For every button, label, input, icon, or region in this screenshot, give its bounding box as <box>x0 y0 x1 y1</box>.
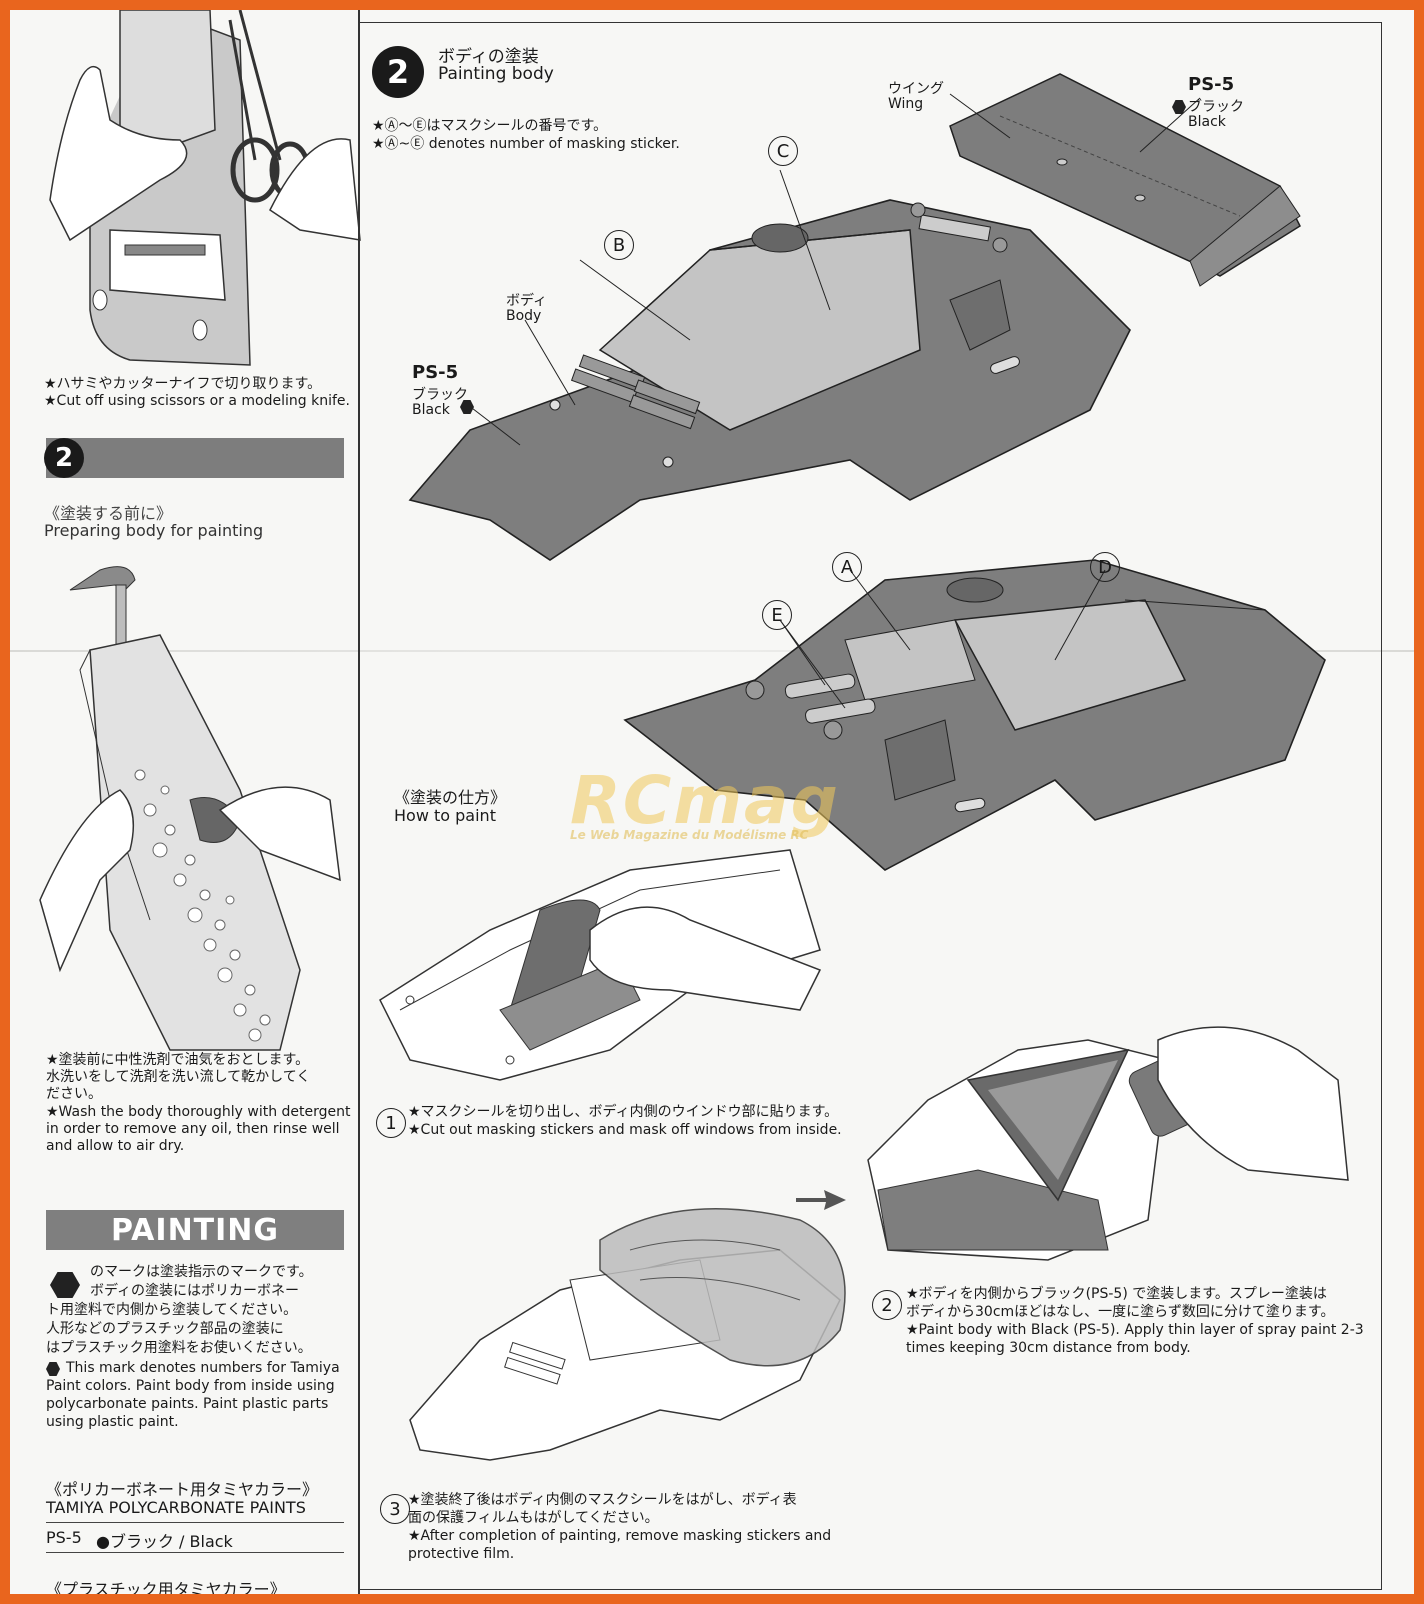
wash-note-en-3: and allow to air dry. <box>46 1138 185 1154</box>
sticker-a-label: A <box>832 552 862 582</box>
wing-paint-en: Black <box>1188 114 1226 130</box>
column-divider <box>358 10 360 1594</box>
poly-code: PS-5 <box>46 1528 82 1547</box>
wash-note-jp-1: ★塗装前に中性洗剤で油気をおとします。 <box>46 1052 310 1068</box>
poly-color: ●ブラック / Black <box>96 1532 233 1551</box>
wing-paint-icon <box>1172 100 1186 114</box>
mark-jp-2: ボディの塗装にはポリカーボネー <box>90 1283 300 1299</box>
mark-en-4: using plastic paint. <box>46 1414 179 1430</box>
wing-paint-code: PS-5 <box>1188 74 1235 95</box>
mark-jp-1: のマークは塗装指示のマークです。 <box>90 1264 313 1280</box>
wing-label-jp: ウイング <box>888 81 944 97</box>
howto-title-jp: 《塗装の仕方》 <box>394 788 507 807</box>
body-rear-illustration <box>623 559 1326 871</box>
prep-title-jp: 《塗装する前に》 <box>44 504 173 523</box>
sticker-note-en: ★Ⓐ~Ⓔ denotes number of masking sticker. <box>372 136 680 152</box>
step-bar <box>46 438 344 478</box>
sticker-c-label: C <box>768 136 798 166</box>
step2-text-jp-1: ★ボディを内側からブラック(PS-5) で塗装します。スプレー塗装は <box>906 1286 1327 1302</box>
mark-en-3: polycarbonate paints. Paint plastic part… <box>46 1396 329 1412</box>
site-watermark: RCmag <box>570 762 840 839</box>
wing-label-en: Wing <box>888 96 924 112</box>
wing-illustration <box>949 73 1301 287</box>
mark-en-2: Paint colors. Paint body from inside usi… <box>46 1378 335 1394</box>
washing-illustration <box>39 566 341 1051</box>
step-number-main: 2 <box>372 46 424 98</box>
step2-text-jp-2: ボディから30cmほどはなし、一度に塗らず数回に分けて塗ります。 <box>906 1304 1335 1320</box>
step-number-left: 2 <box>44 438 84 478</box>
body-paint-jp: ブラック <box>412 387 468 403</box>
wash-note-jp-3: ださい。 <box>46 1086 102 1102</box>
body-paint-en: Black <box>412 402 450 418</box>
step1-text-en: ★Cut out masking stickers and mask off w… <box>408 1122 842 1138</box>
step1-number: 1 <box>376 1108 406 1138</box>
step2-number: 2 <box>872 1290 902 1320</box>
poly-title-en: TAMIYA POLYCARBONATE PAINTS <box>46 1498 306 1517</box>
step2-text-en-1: ★Paint body with Black (PS-5). Apply thi… <box>906 1322 1364 1338</box>
poly-title-jp: 《ポリカーボネート用タミヤカラー》 <box>46 1480 319 1499</box>
body-top-illustration <box>408 169 1131 561</box>
step3-text-en-2: protective film. <box>408 1546 515 1562</box>
step1-text-jp: ★マスクシールを切り出し、ボディ内側のウインドウ部に貼ります。 <box>408 1104 839 1120</box>
sticker-note-jp: ★Ⓐ～Ⓔはマスクシールの番号です。 <box>372 118 608 134</box>
howto-title-en: How to paint <box>394 806 496 825</box>
painting-heading: PAINTING <box>46 1210 344 1250</box>
step3-text-jp-1: ★塗装終了後はボディ内側のマスクシールをはがし、ボディ表 <box>408 1492 797 1508</box>
step3-number: 3 <box>380 1494 410 1524</box>
wash-note-en-1: ★Wash the body thoroughly with detergent <box>46 1104 351 1120</box>
painting-body-panel <box>360 22 1382 1590</box>
cut-note-en: ★Cut off using scissors or a modeling kn… <box>44 393 350 409</box>
paint-mark-small-icon <box>46 1362 60 1376</box>
masking-illustration <box>379 849 822 1081</box>
prep-title-en: Preparing body for painting <box>44 521 264 540</box>
mark-jp-5: はプラスチック用塗料をお使いください。 <box>46 1340 312 1356</box>
step3-text-jp-2: 面の保護フィルムもはがしてください。 <box>408 1510 659 1526</box>
plastic-title-jp: 《プラスチック用タミヤカラー》 <box>46 1580 286 1594</box>
step2-text-en-2: times keeping 30cm distance from body. <box>906 1340 1191 1356</box>
instruction-page: ★ハサミやカッターナイフで切り取ります。 ★Cut off using scis… <box>10 10 1414 1594</box>
body-label-en: Body <box>506 308 542 324</box>
poly-rule-bottom <box>46 1552 344 1553</box>
peeling-illustration <box>409 1208 846 1461</box>
paint-mark-icon <box>50 1272 80 1298</box>
main-title-en: Painting body <box>438 64 554 84</box>
cut-note-jp: ★ハサミやカッターナイフで切り取ります。 <box>44 376 322 392</box>
site-watermark-sub: Le Web Magazine du Modélisme RC <box>570 828 809 842</box>
body-label-jp: ボディ <box>506 293 548 309</box>
sticker-e-label: E <box>762 600 792 630</box>
arrow-icon <box>796 1190 846 1210</box>
wing-paint-jp: ブラック <box>1188 99 1244 115</box>
mark-en-1: This mark denotes numbers for Tamiya <box>66 1360 340 1376</box>
wash-note-en-2: in order to remove any oil, then rinse w… <box>46 1121 340 1137</box>
step3-text-en-1: ★After completion of painting, remove ma… <box>408 1528 832 1544</box>
mark-jp-3: ト用塗料で内側から塗装してください。 <box>46 1302 298 1318</box>
sticker-d-label: D <box>1090 552 1120 582</box>
sticker-b-label: B <box>604 230 634 260</box>
wash-note-jp-2: 水洗いをして洗剤を洗い流して乾かしてく <box>46 1069 311 1085</box>
cutting-illustration <box>49 10 361 366</box>
main-title-jp: ボディの塗装 <box>438 47 539 67</box>
spraying-illustration <box>867 1026 1349 1261</box>
mark-jp-4: 人形などのプラスチック部品の塗装に <box>46 1321 284 1337</box>
body-paint-code: PS-5 <box>412 362 459 383</box>
body-paint-icon <box>460 400 474 414</box>
poly-rule-top <box>46 1522 344 1523</box>
